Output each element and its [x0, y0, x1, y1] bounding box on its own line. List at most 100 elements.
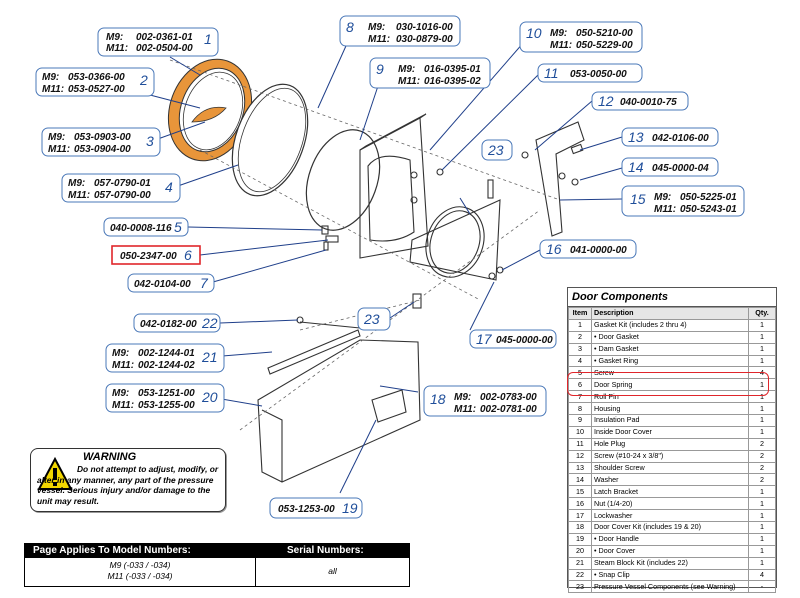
svg-text:M11:: M11:: [368, 34, 390, 45]
header-item: Item: [568, 307, 592, 320]
cell-qty: 1: [748, 318, 776, 332]
svg-text:M9:: M9:: [42, 72, 59, 83]
cell-item: 21: [568, 556, 592, 570]
cell-description: Steam Block Kit (includes 22): [591, 556, 749, 570]
svg-text:M11:: M11:: [112, 360, 134, 371]
cell-item: 3: [568, 342, 592, 356]
svg-text:5: 5: [174, 219, 182, 235]
callout-3: M9: 053-0903-00 M11: 053-0904-00 3: [41, 127, 161, 157]
cell-description: • Gasket Ring: [591, 354, 749, 368]
table-title: Door Components: [568, 288, 776, 307]
svg-text:16: 16: [546, 241, 562, 257]
cell-qty: 1: [748, 532, 776, 546]
svg-text:M11:: M11:: [106, 43, 128, 54]
svg-text:M9:: M9:: [112, 348, 129, 359]
callout-8: M9: 030-1016-00 M11: 030-0879-00 8: [339, 15, 461, 47]
svg-text:1: 1: [204, 31, 212, 47]
callout-13: 13 042-0106-00: [621, 127, 719, 147]
callout-16: 16 041-0000-00: [539, 239, 637, 259]
svg-text:041-0000-00: 041-0000-00: [570, 245, 627, 256]
svg-text:M9:: M9:: [112, 388, 129, 399]
svg-text:002-1244-01: 002-1244-01: [138, 348, 195, 359]
svg-text:17: 17: [476, 331, 493, 347]
cell-qty: 1: [748, 509, 776, 523]
svg-text:M9:: M9:: [106, 32, 123, 43]
svg-text:21: 21: [201, 349, 218, 365]
callout-19: 053-1253-00 19: [269, 497, 363, 519]
svg-text:M11:: M11:: [68, 190, 90, 201]
callout-21: M9: 002-1244-01 M11: 002-1244-02 21: [105, 343, 225, 373]
svg-text:042-0106-00: 042-0106-00: [652, 133, 709, 144]
svg-text:053-0527-00: 053-0527-00: [68, 84, 125, 95]
svg-text:045-0000-00: 045-0000-00: [496, 335, 553, 346]
svg-text:053-1251-00: 053-1251-00: [138, 388, 195, 399]
callout-20: M9: 053-1251-00 M11: 053-1255-00 20: [105, 383, 225, 413]
callout-18: M9: 002-0783-00 M11: 002-0781-00 18: [423, 385, 547, 417]
cell-qty: 1: [748, 402, 776, 416]
cell-item: 17: [568, 509, 592, 523]
cell-description: Screw: [591, 366, 749, 380]
callout-17: 17 045-0000-00: [469, 329, 557, 349]
cell-item: 8: [568, 402, 592, 416]
svg-text:040-0010-75: 040-0010-75: [620, 97, 677, 108]
cell-qty: 1: [748, 342, 776, 356]
svg-text:053-0903-00: 053-0903-00: [74, 132, 131, 143]
svg-text:050-5210-00: 050-5210-00: [576, 28, 633, 39]
warning-title: WARNING: [83, 451, 137, 463]
svg-text:002-0783-00: 002-0783-00: [480, 392, 537, 403]
svg-text:19: 19: [342, 500, 358, 516]
cell-item: 18: [568, 521, 592, 534]
cell-qty: -: [748, 580, 776, 594]
callout-6: 050-2347-00 6: [111, 245, 201, 265]
cell-item: 10: [568, 425, 592, 439]
svg-text:12: 12: [598, 93, 614, 109]
cell-description: Pressure Vessel Components (see Warning): [591, 580, 749, 594]
svg-text:M11:: M11:: [454, 404, 476, 415]
svg-text:6: 6: [184, 247, 192, 263]
cell-qty: 1: [748, 556, 776, 570]
svg-text:M9:: M9:: [454, 392, 471, 403]
svg-text:M9:: M9:: [68, 178, 85, 189]
svg-text:042-0104-00: 042-0104-00: [134, 279, 191, 290]
svg-text:045-0000-04: 045-0000-04: [652, 163, 709, 174]
svg-text:4: 4: [165, 179, 173, 195]
cell-item: 9: [568, 414, 592, 427]
callout-15: M9: 050-5225-01 M11: 050-5243-01 15: [621, 185, 745, 217]
inside-door-cover-part: [409, 199, 501, 281]
svg-text:M11:: M11:: [654, 204, 676, 215]
callout-23-bottom: 23: [357, 307, 391, 331]
serial-value: all: [328, 566, 337, 576]
svg-text:002-1244-02: 002-1244-02: [138, 360, 195, 371]
cell-description: • Door Cover: [591, 544, 749, 558]
insulation-pad-part: [305, 129, 381, 231]
cell-description: Screw (#10-24 x 3/8"): [591, 449, 749, 463]
cell-item: 23: [568, 580, 592, 594]
callout-22: 042-0182-00 22: [133, 313, 221, 333]
cell-item: 6: [568, 378, 592, 392]
cell-description: Nut (1/4-20): [591, 497, 749, 511]
header-model-numbers: Page Applies To Model Numbers:: [33, 545, 191, 556]
callout-11: 11 053-0050-00: [537, 63, 643, 83]
svg-text:040-0008-116: 040-0008-116: [110, 223, 172, 234]
cell-item: 13: [568, 461, 592, 475]
cell-qty: 1: [748, 414, 776, 427]
cell-description: • Door Handle: [591, 532, 749, 546]
cell-qty: 2: [748, 437, 776, 451]
svg-text:050-5243-01: 050-5243-01: [680, 204, 737, 215]
cell-item: 19: [568, 532, 592, 546]
